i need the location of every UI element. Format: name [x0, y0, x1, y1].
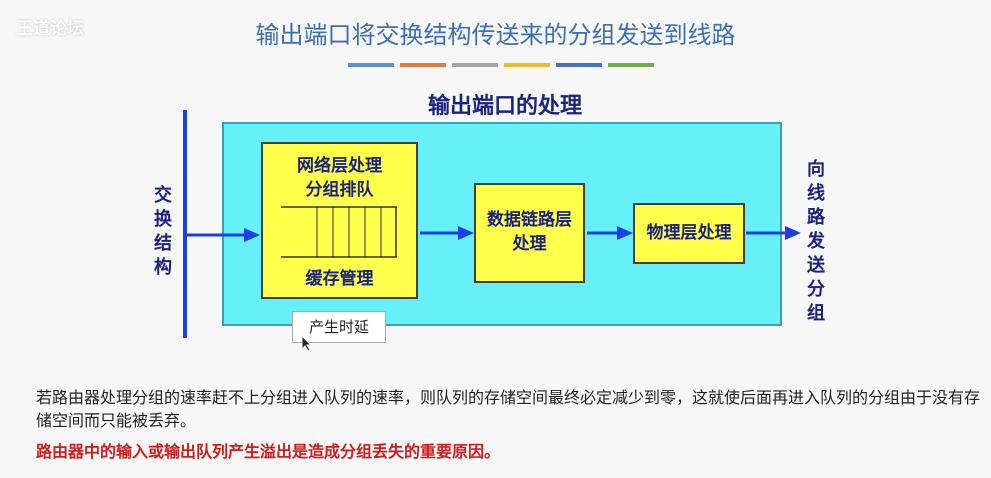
explanation-paragraph: 若路由器处理分组的速率赶不上分组进入队列的速率，则队列的存储空间最终必定减少到零… — [36, 388, 981, 430]
buffer-management-label: 缓存管理 — [305, 269, 374, 289]
switch-fabric-label: 交 换 结 构 — [154, 185, 172, 278]
physical-layer-box: 物理层处理 — [633, 203, 745, 264]
colorbar-segment — [452, 63, 498, 67]
colorbar-segment — [608, 63, 654, 67]
key-point: 路由器中的输入或输出队列产生溢出是造成分组丢失的重要原因。 — [36, 442, 501, 461]
colorbar-segment — [400, 63, 446, 67]
colorbar-segment — [556, 63, 602, 67]
network-layer-label: 网络层处理 — [297, 156, 382, 176]
queueing-label: 分组排队 — [305, 180, 374, 200]
slide-title: 输出端口将交换结构传送来的分组发送到线路 — [255, 21, 736, 49]
colorbar-segment — [348, 63, 394, 67]
delay-tooltip: 产生时延 — [292, 311, 386, 343]
data-link-layer-box: 数据链路层 处理 — [474, 183, 585, 283]
to-line-label: 向 线 路 发 送 分 组 — [807, 159, 825, 324]
watermark-logo: 王道论坛 — [16, 19, 84, 39]
queue-icon — [281, 206, 397, 258]
network-layer-box: 网络层处理 分组排队 缓存管理 — [261, 142, 418, 299]
switch-fabric-bar — [183, 110, 187, 338]
colorbar-segment — [504, 63, 550, 67]
mouse-cursor-icon — [302, 336, 313, 352]
diagram-heading: 输出端口的处理 — [427, 94, 582, 119]
